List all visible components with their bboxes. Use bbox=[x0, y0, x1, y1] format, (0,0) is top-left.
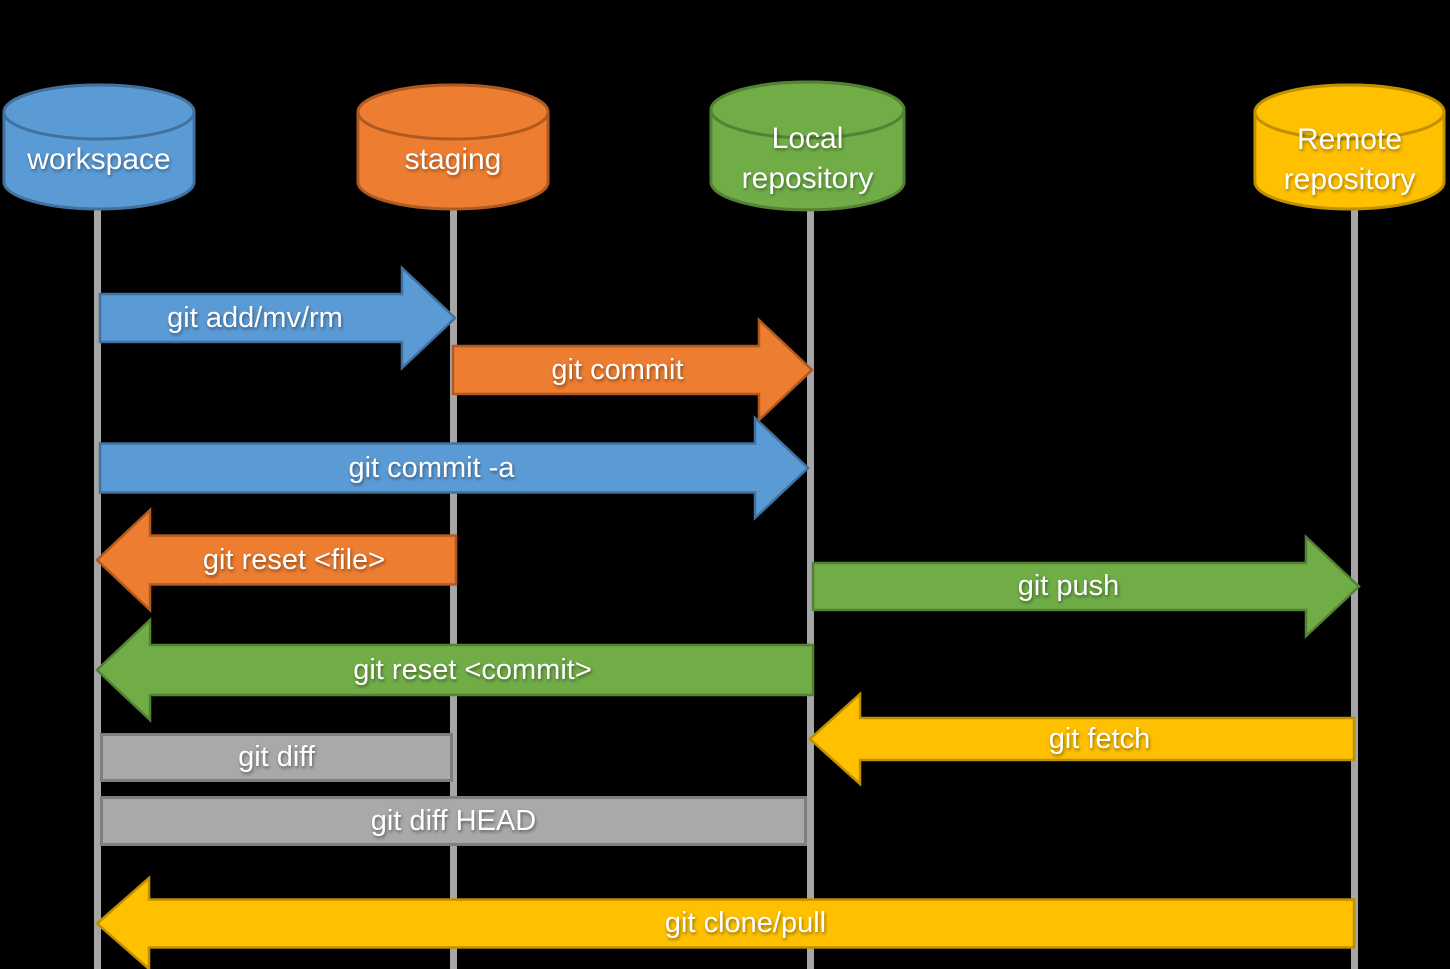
node-label-line: repository bbox=[741, 162, 874, 195]
left-arrow-icon bbox=[95, 507, 458, 613]
remote-repository-node: Remote repository bbox=[1252, 82, 1447, 214]
database-cylinder-icon bbox=[709, 80, 906, 212]
node-label: workspace bbox=[1, 82, 197, 214]
node-label-line: workspace bbox=[27, 142, 171, 176]
arrow-label: git fetch bbox=[1048, 722, 1151, 755]
lifeline-workspace bbox=[93, 208, 101, 969]
node-label: Remote repository bbox=[1252, 82, 1447, 214]
right-arrow-icon bbox=[811, 534, 1361, 639]
node-label-line: Local bbox=[771, 121, 844, 155]
right-arrow-icon bbox=[98, 265, 457, 371]
arrow-label: git add/mv/rm bbox=[167, 301, 343, 334]
arrow-git-reset-file: git reset <file> bbox=[95, 507, 458, 613]
bar-git-diff-head: git diff HEAD bbox=[100, 796, 807, 846]
lifeline-local-repository bbox=[807, 208, 814, 969]
arrow-label: git commit bbox=[551, 353, 684, 386]
local-repository-node: Local repository bbox=[708, 79, 907, 215]
arrow-git-add-mv-rm: git add/mv/rm bbox=[98, 265, 457, 371]
left-arrow-icon bbox=[95, 875, 1356, 969]
arrow-git-fetch: git fetch bbox=[808, 691, 1356, 787]
arrow-label: git push bbox=[1017, 570, 1120, 602]
bar-git-diff: git diff bbox=[100, 733, 453, 782]
node-label-line: Remote bbox=[1296, 122, 1403, 156]
arrow-git-push: git push bbox=[811, 534, 1361, 639]
arrow-git-reset-commit: git reset <commit> bbox=[95, 617, 815, 723]
bar-label: git diff HEAD bbox=[370, 804, 537, 837]
arrow-label: git commit -a bbox=[348, 451, 515, 484]
node-label: staging bbox=[355, 82, 551, 214]
node-label-line: repository bbox=[1283, 163, 1416, 196]
arrow-git-clone-pull: git clone/pull bbox=[95, 875, 1356, 969]
lifeline-staging bbox=[449, 208, 457, 969]
left-arrow-icon bbox=[95, 617, 815, 723]
right-arrow-icon bbox=[451, 317, 814, 423]
database-cylinder-icon bbox=[2, 83, 196, 211]
arrow-git-commit-a: git commit -a bbox=[98, 415, 810, 521]
arrow-label: git clone/pull bbox=[664, 907, 827, 939]
left-arrow-icon bbox=[808, 691, 1356, 787]
arrow-label: git reset <file> bbox=[202, 543, 386, 576]
database-cylinder-icon bbox=[1253, 83, 1446, 211]
arrow-git-commit: git commit bbox=[451, 317, 814, 423]
arrow-label: git reset <commit> bbox=[353, 653, 592, 686]
node-label-line: staging bbox=[404, 142, 502, 176]
database-cylinder-icon bbox=[356, 83, 550, 211]
right-arrow-icon bbox=[98, 415, 810, 521]
bar-label: git diff bbox=[238, 741, 315, 773]
node-label: Local repository bbox=[708, 79, 907, 215]
workspace-node: workspace bbox=[1, 82, 197, 214]
staging-node: staging bbox=[355, 82, 551, 214]
